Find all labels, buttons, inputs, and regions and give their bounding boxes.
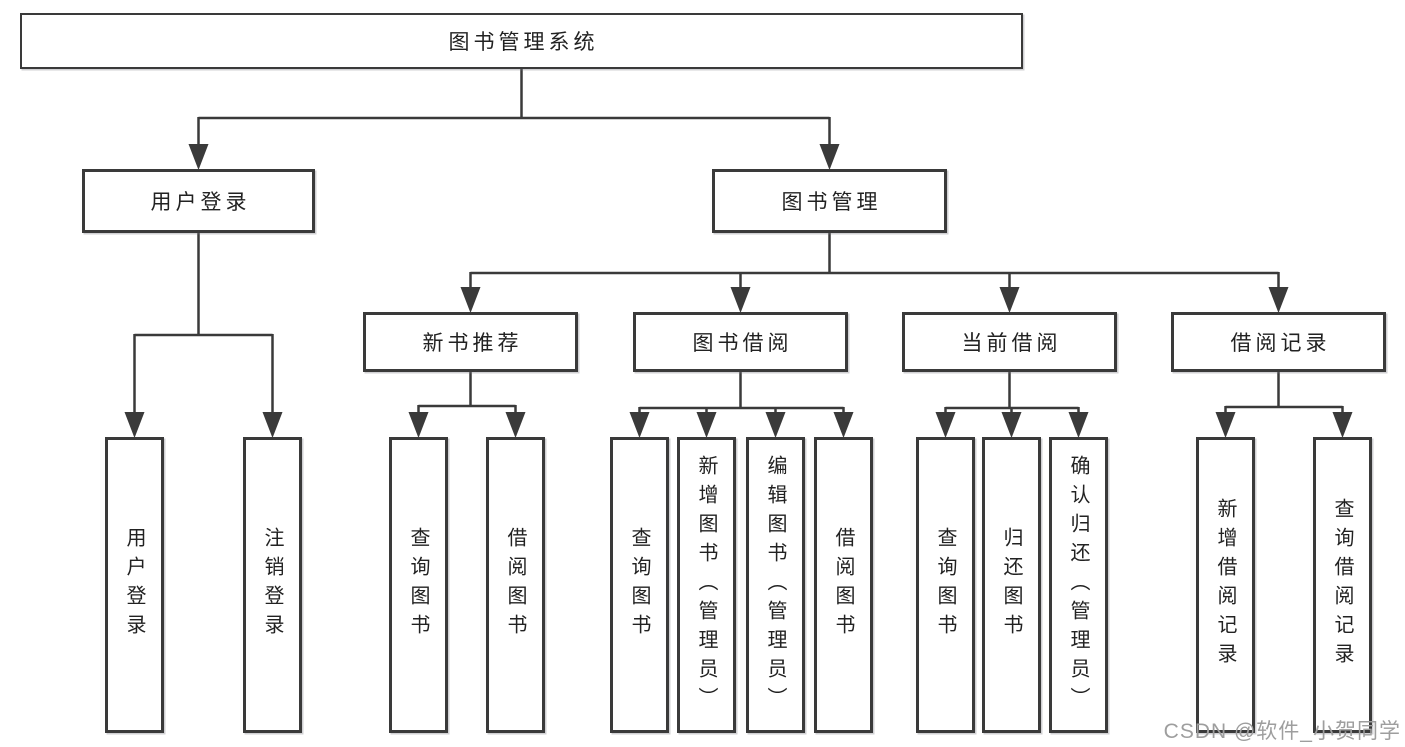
leaf-edit-book-admin: 编辑图书（管理员）	[746, 437, 805, 733]
node-book-borrow: 图书借阅	[633, 312, 848, 372]
leaf-borrow-query-book: 查询图书	[610, 437, 669, 733]
leaf-add-book-admin: 新增图书（管理员）	[677, 437, 736, 733]
arrowhead-icon	[833, 412, 854, 438]
leaf-borrow-book: 借阅图书	[814, 437, 873, 733]
arrowhead-icon	[1215, 412, 1236, 438]
arrowhead-icon	[1268, 287, 1289, 313]
leaf-user-login: 用户登录	[105, 437, 164, 733]
arrowhead-icon	[1001, 412, 1022, 438]
leaf-label: 编辑图书（管理员）	[764, 454, 786, 716]
leaf-return-book: 归还图书	[982, 437, 1041, 733]
leaf-label: 注销登录	[261, 527, 283, 643]
arrowhead-icon	[819, 144, 840, 170]
leaf-logout: 注销登录	[243, 437, 302, 733]
node-borrow-record: 借阅记录	[1171, 312, 1386, 372]
leaf-label: 借阅图书	[832, 527, 854, 643]
leaf-label: 查询借阅记录	[1331, 498, 1353, 672]
arrowhead-icon	[935, 412, 956, 438]
node-book-management: 图书管理	[712, 169, 947, 233]
arrowhead-icon	[188, 144, 209, 170]
leaf-recommend-borrow-book: 借阅图书	[486, 437, 545, 733]
leaf-label: 查询图书	[407, 527, 429, 643]
leaf-label: 借阅图书	[504, 527, 526, 643]
leaf-label: 查询图书	[934, 527, 956, 643]
arrowhead-icon	[124, 412, 145, 438]
arrowhead-icon	[262, 412, 283, 438]
arrowhead-icon	[460, 287, 481, 313]
arrowhead-icon	[505, 412, 526, 438]
arrowhead-icon	[408, 412, 429, 438]
leaf-label: 确认归还（管理员）	[1067, 454, 1089, 716]
leaf-label: 用户登录	[123, 527, 145, 643]
node-library-management-system: 图书管理系统	[20, 13, 1023, 69]
leaf-label: 新增图书（管理员）	[695, 454, 717, 716]
leaf-label: 新增借阅记录	[1214, 498, 1236, 672]
arrowhead-icon	[1332, 412, 1353, 438]
node-new-book-recommend: 新书推荐	[363, 312, 578, 372]
leaf-current-query-book: 查询图书	[916, 437, 975, 733]
arrowhead-icon	[765, 412, 786, 438]
csdn-watermark: CSDN @软件_小贺同学	[1163, 720, 1401, 743]
arrowhead-icon	[696, 412, 717, 438]
leaf-confirm-return-admin: 确认归还（管理员）	[1049, 437, 1108, 733]
node-current-borrow: 当前借阅	[902, 312, 1117, 372]
arrowhead-icon	[730, 287, 751, 313]
leaf-add-borrow-record: 新增借阅记录	[1196, 437, 1255, 733]
node-user-login: 用户登录	[82, 169, 315, 233]
arrowhead-icon	[629, 412, 650, 438]
leaf-query-borrow-record: 查询借阅记录	[1313, 437, 1372, 733]
leaf-recommend-query-book: 查询图书	[389, 437, 448, 733]
leaf-label: 归还图书	[1000, 527, 1022, 643]
leaf-label: 查询图书	[628, 527, 650, 643]
arrowhead-icon	[999, 287, 1020, 313]
arrowhead-icon	[1068, 412, 1089, 438]
